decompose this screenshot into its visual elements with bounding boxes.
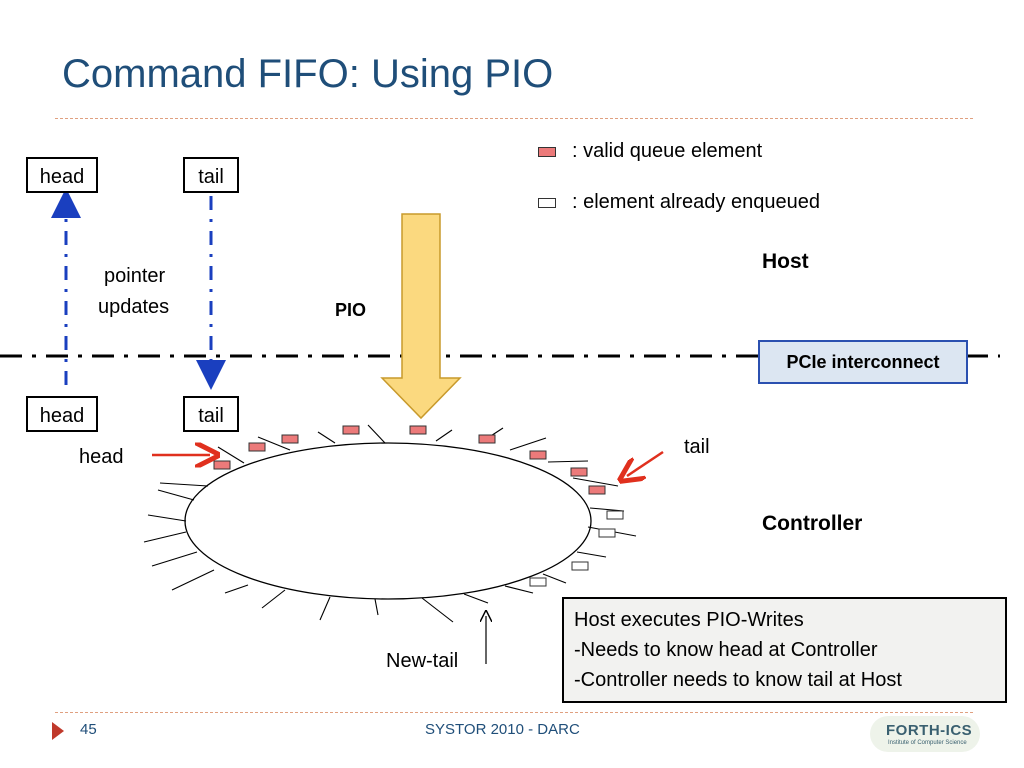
legend-valid-swatch — [538, 147, 556, 157]
valid-element — [342, 425, 360, 435]
enqueued-element — [529, 577, 547, 587]
enqueued-elements — [529, 510, 624, 587]
ring-buffer — [184, 442, 592, 600]
legend-enqueued-label: : element already enqueued — [572, 191, 820, 213]
enqueued-element — [606, 510, 624, 520]
info-line-3: -Controller needs to know tail at Host — [574, 669, 902, 691]
valid-element — [478, 434, 496, 444]
host-label: Host — [762, 250, 809, 273]
valid-element — [248, 442, 266, 452]
pio-arrow — [380, 213, 462, 420]
host-tail-box: tail — [183, 157, 239, 193]
logo-subtext: Institute of Computer Science — [888, 740, 967, 746]
footer-divider — [55, 712, 973, 713]
valid-element — [409, 425, 427, 435]
ring-slot-dividers — [143, 424, 637, 623]
legend-enqueued-swatch — [538, 198, 556, 208]
tail-marker-arrow — [627, 450, 664, 476]
enqueued-element — [571, 561, 589, 571]
enqueued-element — [598, 528, 616, 538]
valid-element — [570, 467, 588, 477]
new-tail-label: New-tail — [386, 650, 459, 672]
valid-element — [529, 450, 547, 460]
footer-text: SYSTOR 2010 - DARC — [425, 721, 580, 738]
pointer-updates-label-line2: updates — [98, 296, 170, 318]
controller-tail-box: tail — [183, 396, 239, 432]
head-pointer-label: head — [79, 446, 124, 468]
valid-queue-elements — [213, 425, 606, 495]
slide-title: Command FIFO: Using PIO — [62, 52, 554, 96]
valid-element — [281, 434, 299, 444]
pcie-interconnect-label: PCIe interconnect — [758, 340, 968, 384]
page-number: 45 — [80, 721, 97, 738]
valid-element — [213, 460, 231, 470]
title-divider — [55, 118, 973, 119]
forth-ics-logo — [870, 716, 980, 752]
legend-valid-label: : valid queue element — [572, 140, 763, 162]
footer-triangle-icon — [52, 722, 64, 740]
logo-text: FORTH-ICS — [886, 722, 973, 739]
info-box: Host executes PIO-Writes -Needs to know … — [562, 597, 1007, 703]
host-head-box: head — [26, 157, 98, 193]
pio-label: PIO — [335, 300, 367, 320]
controller-head-box: head — [26, 396, 98, 432]
pointer-updates-label-line1: pointer — [104, 265, 166, 287]
info-line-1: Host executes PIO-Writes — [574, 609, 804, 631]
info-line-2: -Needs to know head at Controller — [574, 639, 878, 661]
valid-element — [588, 485, 606, 495]
tail-pointer-label: tail — [684, 436, 710, 458]
controller-label: Controller — [762, 512, 863, 535]
